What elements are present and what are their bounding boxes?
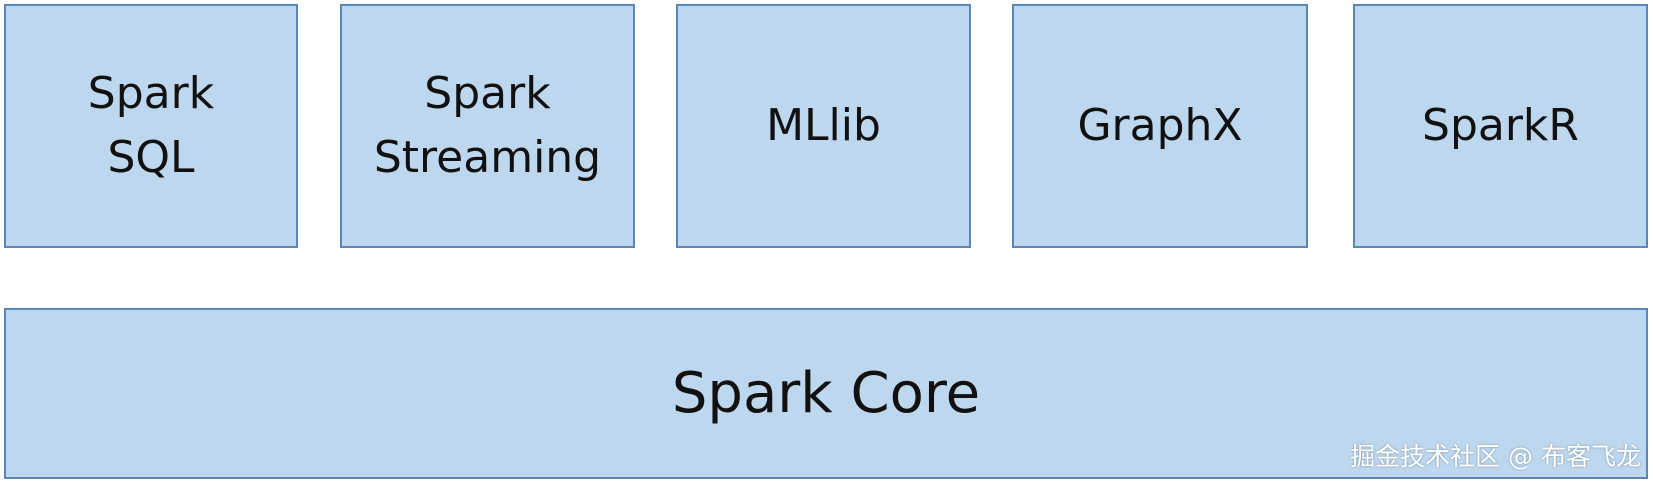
module-box-mllib: MLlib bbox=[676, 4, 971, 248]
module-box-sparkr: SparkR bbox=[1353, 4, 1648, 248]
module-label: Spark Streaming bbox=[373, 68, 602, 183]
module-label: SparkR bbox=[1422, 100, 1579, 152]
module-box-graphx: GraphX bbox=[1012, 4, 1308, 248]
module-box-spark-streaming: Spark Streaming bbox=[340, 4, 635, 248]
core-box-spark-core: Spark Core bbox=[4, 308, 1648, 479]
module-box-spark-sql: Spark SQL bbox=[4, 4, 298, 248]
core-label: Spark Core bbox=[671, 360, 981, 426]
module-label: GraphX bbox=[1077, 100, 1243, 152]
module-label: MLlib bbox=[766, 100, 881, 152]
watermark-text: 掘金技术社区 @ 布客飞龙 bbox=[1350, 442, 1641, 471]
module-label: Spark SQL bbox=[87, 68, 215, 183]
